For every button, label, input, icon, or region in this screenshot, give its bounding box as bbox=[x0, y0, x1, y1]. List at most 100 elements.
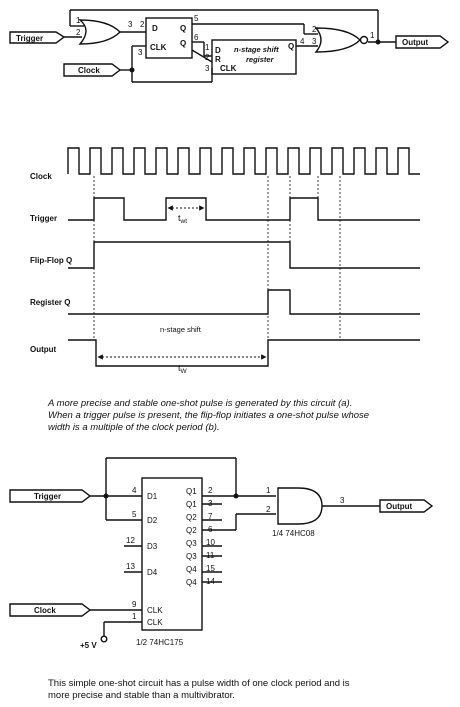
bottom-and-gate bbox=[277, 487, 323, 525]
pin-out-11: 11 bbox=[206, 551, 215, 560]
chip-input-d1: D1 bbox=[147, 492, 158, 501]
top-ff-q-label: Q bbox=[180, 24, 186, 33]
shift-label: n-stage shift bbox=[160, 325, 202, 334]
bottom-supply-label: +5 V bbox=[80, 641, 97, 650]
top-trigger-input bbox=[9, 31, 82, 44]
pin-out-6: 6 bbox=[208, 525, 213, 534]
pin-in-4: 4 bbox=[132, 486, 137, 495]
caption-a: A more precise and stable one-shot pulse… bbox=[48, 398, 448, 434]
trigger-waveform bbox=[68, 197, 420, 221]
output-waveform bbox=[68, 339, 420, 367]
timing-label-output: Output bbox=[30, 345, 57, 354]
top-output-label: Output bbox=[402, 38, 429, 47]
chip-output-q3bar: Q3 bbox=[186, 552, 197, 561]
pin-in-5: 5 bbox=[132, 510, 137, 519]
pin-reg-q: 4 bbox=[300, 37, 305, 46]
clock-waveform bbox=[67, 147, 420, 175]
chip-output-q1: Q1 bbox=[186, 487, 197, 496]
chip-clk: CLK bbox=[147, 606, 163, 615]
top-circuit-labels: Trigger Clock Output D Q Q CLK D R CLK Q… bbox=[16, 24, 429, 75]
top-or-gate bbox=[78, 19, 121, 45]
top-ff-d-label: D bbox=[152, 24, 158, 33]
bottom-circuit-labels: Trigger Clock Output +5 V 1/2 74HC175 1/… bbox=[34, 486, 413, 650]
timing-label-clock: Clock bbox=[30, 172, 52, 181]
bottom-trigger-label: Trigger bbox=[34, 492, 61, 501]
gate-pin-3: 3 bbox=[340, 496, 345, 505]
top-reg-d-label: D bbox=[215, 46, 221, 55]
chip-output-q2bar: Q2 bbox=[186, 526, 197, 535]
top-shift-register bbox=[211, 39, 297, 75]
bottom-trigger-input bbox=[9, 489, 142, 503]
top-trigger-label: Trigger bbox=[16, 34, 43, 43]
pin-or-out: 3 bbox=[128, 20, 133, 29]
chip-output-q1bar: Q1 bbox=[186, 500, 197, 509]
pin-reg-r: 2 bbox=[205, 53, 210, 62]
top-clock-label: Clock bbox=[78, 66, 100, 75]
chip-output-q4bar: Q4 bbox=[186, 578, 197, 587]
chip-output-q3: Q3 bbox=[186, 539, 197, 548]
pin-or-in1: 1 bbox=[76, 16, 81, 25]
pin-reg-clk: 3 bbox=[205, 64, 210, 73]
pin-ff-d: 2 bbox=[140, 20, 145, 29]
caption-b: This simple one-shot circuit has a pulse… bbox=[48, 678, 448, 702]
bottom-gate-name: 1/4 74HC08 bbox=[272, 529, 315, 538]
caption-a-line-2: When a trigger pulse is present, the fli… bbox=[48, 410, 370, 421]
pin-nor-in2: 2 bbox=[312, 25, 317, 34]
flipflop-waveform bbox=[68, 241, 420, 269]
pin-ff-q: 5 bbox=[194, 14, 199, 23]
chip-output-q2: Q2 bbox=[186, 513, 197, 522]
tw-label: tW bbox=[178, 363, 188, 375]
chip-input-d4: D4 bbox=[147, 568, 158, 577]
pin-nor-in3: 3 bbox=[312, 37, 317, 46]
top-reg-clk-label: CLK bbox=[220, 64, 237, 73]
top-reg-title-1: n-stage shift bbox=[234, 45, 279, 54]
pin-in-13: 13 bbox=[126, 562, 135, 571]
pin-out-15: 15 bbox=[206, 564, 215, 573]
pin-nor-out: 1 bbox=[370, 31, 375, 40]
pin-out-7: 7 bbox=[208, 512, 213, 521]
top-reg-title-2: register bbox=[246, 55, 275, 64]
caption-a-line-1: A more precise and stable one-shot pulse… bbox=[48, 398, 353, 409]
bottom-74hc175-chip bbox=[141, 477, 203, 631]
caption-b-line-2: more precise and stable than a multivibr… bbox=[48, 690, 235, 701]
bottom-circuit bbox=[9, 457, 434, 643]
pin-reg-d: 1 bbox=[205, 43, 210, 52]
bottom-output-label: Output bbox=[386, 502, 413, 511]
top-output bbox=[395, 35, 450, 49]
top-circuit bbox=[9, 9, 450, 83]
register-waveform bbox=[68, 289, 420, 315]
bottom-clock-input bbox=[9, 603, 142, 617]
chip-input-d3: D3 bbox=[147, 542, 158, 551]
chip-input-d2: D2 bbox=[147, 516, 158, 525]
gate-pin-1: 1 bbox=[266, 486, 271, 495]
bottom-clock-label: Clock bbox=[34, 606, 56, 615]
timing-diagram: Clock Trigger Flip-Flop Q Register Q Out… bbox=[30, 147, 420, 375]
top-pin-numbers: 1 2 3 2 5 6 3 1 2 3 4 2 3 1 bbox=[76, 14, 375, 73]
timing-label-trigger: Trigger bbox=[30, 214, 57, 223]
timing-label-register: Register Q bbox=[30, 298, 70, 307]
timing-label-flipflop: Flip-Flop Q bbox=[30, 256, 72, 265]
top-clock-input bbox=[63, 45, 213, 83]
pin-clk-9: 9 bbox=[132, 600, 137, 609]
chip-clr: CLK bbox=[147, 618, 163, 627]
pin-out-14: 14 bbox=[206, 577, 215, 586]
bottom-output bbox=[379, 499, 434, 513]
pin-in-12: 12 bbox=[126, 536, 135, 545]
pin-out-10: 10 bbox=[206, 538, 215, 547]
chip-output-q4: Q4 bbox=[186, 565, 197, 574]
top-ff-clk-label: CLK bbox=[150, 43, 167, 52]
pin-ff-qbar: 6 bbox=[194, 33, 199, 42]
top-flip-flop bbox=[145, 17, 193, 59]
pin-out-2: 2 bbox=[208, 486, 213, 495]
top-reg-q-label: Q bbox=[288, 42, 294, 51]
pin-clr-1: 1 bbox=[132, 612, 137, 621]
top-nor-gate bbox=[314, 27, 361, 53]
twt-label: twt bbox=[178, 213, 187, 225]
caption-b-line-1: This simple one-shot circuit has a pulse… bbox=[48, 678, 350, 689]
pin-ff-clk: 3 bbox=[138, 48, 143, 57]
gate-pin-2: 2 bbox=[266, 505, 271, 514]
timing-labels: Clock Trigger Flip-Flop Q Register Q Out… bbox=[30, 172, 72, 354]
top-reg-r-label: R bbox=[215, 55, 221, 64]
top-ff-qbar-label: Q bbox=[180, 39, 186, 48]
pin-or-in2: 2 bbox=[76, 28, 81, 37]
